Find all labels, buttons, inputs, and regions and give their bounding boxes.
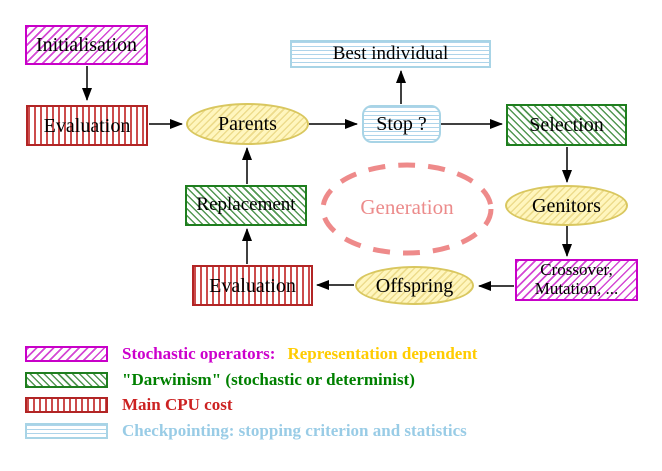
- legend-label-checkpointing: Checkpointing: stopping criterion and st…: [122, 421, 467, 440]
- node-crossover-mutation: Crossover, Mutation, ...: [515, 259, 638, 301]
- node-initialisation-label: Initialisation: [35, 34, 138, 56]
- node-stop: Stop ?: [362, 105, 441, 143]
- node-evaluation-bottom: Evaluation: [192, 265, 313, 306]
- legend-label-darwinism: "Darwinism" (stochastic or determinist): [122, 370, 415, 389]
- node-best-individual: Best individual: [290, 40, 491, 68]
- legend-label-stochastic-operators: Stochastic operators:: [122, 344, 276, 363]
- node-genitors-label: Genitors: [532, 194, 601, 217]
- node-crossover-label-line1: Crossover,: [540, 260, 613, 280]
- node-selection-label: Selection: [529, 114, 604, 136]
- legend-label-representation-dependent: Representation dependent: [287, 344, 478, 363]
- node-evaluation-top: Evaluation: [26, 105, 148, 146]
- legend-row-darwinism: "Darwinism" (stochastic or determinist): [25, 370, 415, 390]
- node-replacement: Replacement: [185, 185, 307, 226]
- node-evaluation-bottom-label: Evaluation: [209, 274, 296, 297]
- legend-swatch-cyan-lines: [25, 423, 108, 439]
- node-parents: Parents: [186, 103, 309, 145]
- node-genitors: Genitors: [505, 185, 628, 226]
- node-best-individual-label: Best individual: [332, 42, 449, 64]
- node-evaluation-top-label: Evaluation: [43, 114, 131, 137]
- node-initialisation: Initialisation: [25, 25, 148, 65]
- node-selection: Selection: [506, 104, 627, 146]
- legend-swatch-red-lines: [25, 397, 108, 413]
- legend-swatch-magenta-hatch: [25, 346, 108, 362]
- legend-row-checkpointing: Checkpointing: stopping criterion and st…: [25, 421, 467, 441]
- generation-label: Generation: [360, 195, 454, 219]
- legend-label-main-cpu-cost: Main CPU cost: [122, 395, 233, 414]
- node-parents-label: Parents: [218, 113, 277, 135]
- node-replacement-label: Replacement: [196, 194, 296, 216]
- legend-row-cpu-cost: Main CPU cost: [25, 395, 232, 415]
- node-stop-label: Stop ?: [376, 113, 427, 135]
- legend-swatch-green-hatch: [25, 372, 108, 388]
- legend-row-stochastic: Stochastic operators: Representation dep…: [25, 344, 477, 364]
- node-offspring-label: Offspring: [375, 274, 454, 297]
- node-offspring: Offspring: [355, 266, 474, 305]
- node-crossover-label-line2: Mutation, ...: [534, 279, 619, 298]
